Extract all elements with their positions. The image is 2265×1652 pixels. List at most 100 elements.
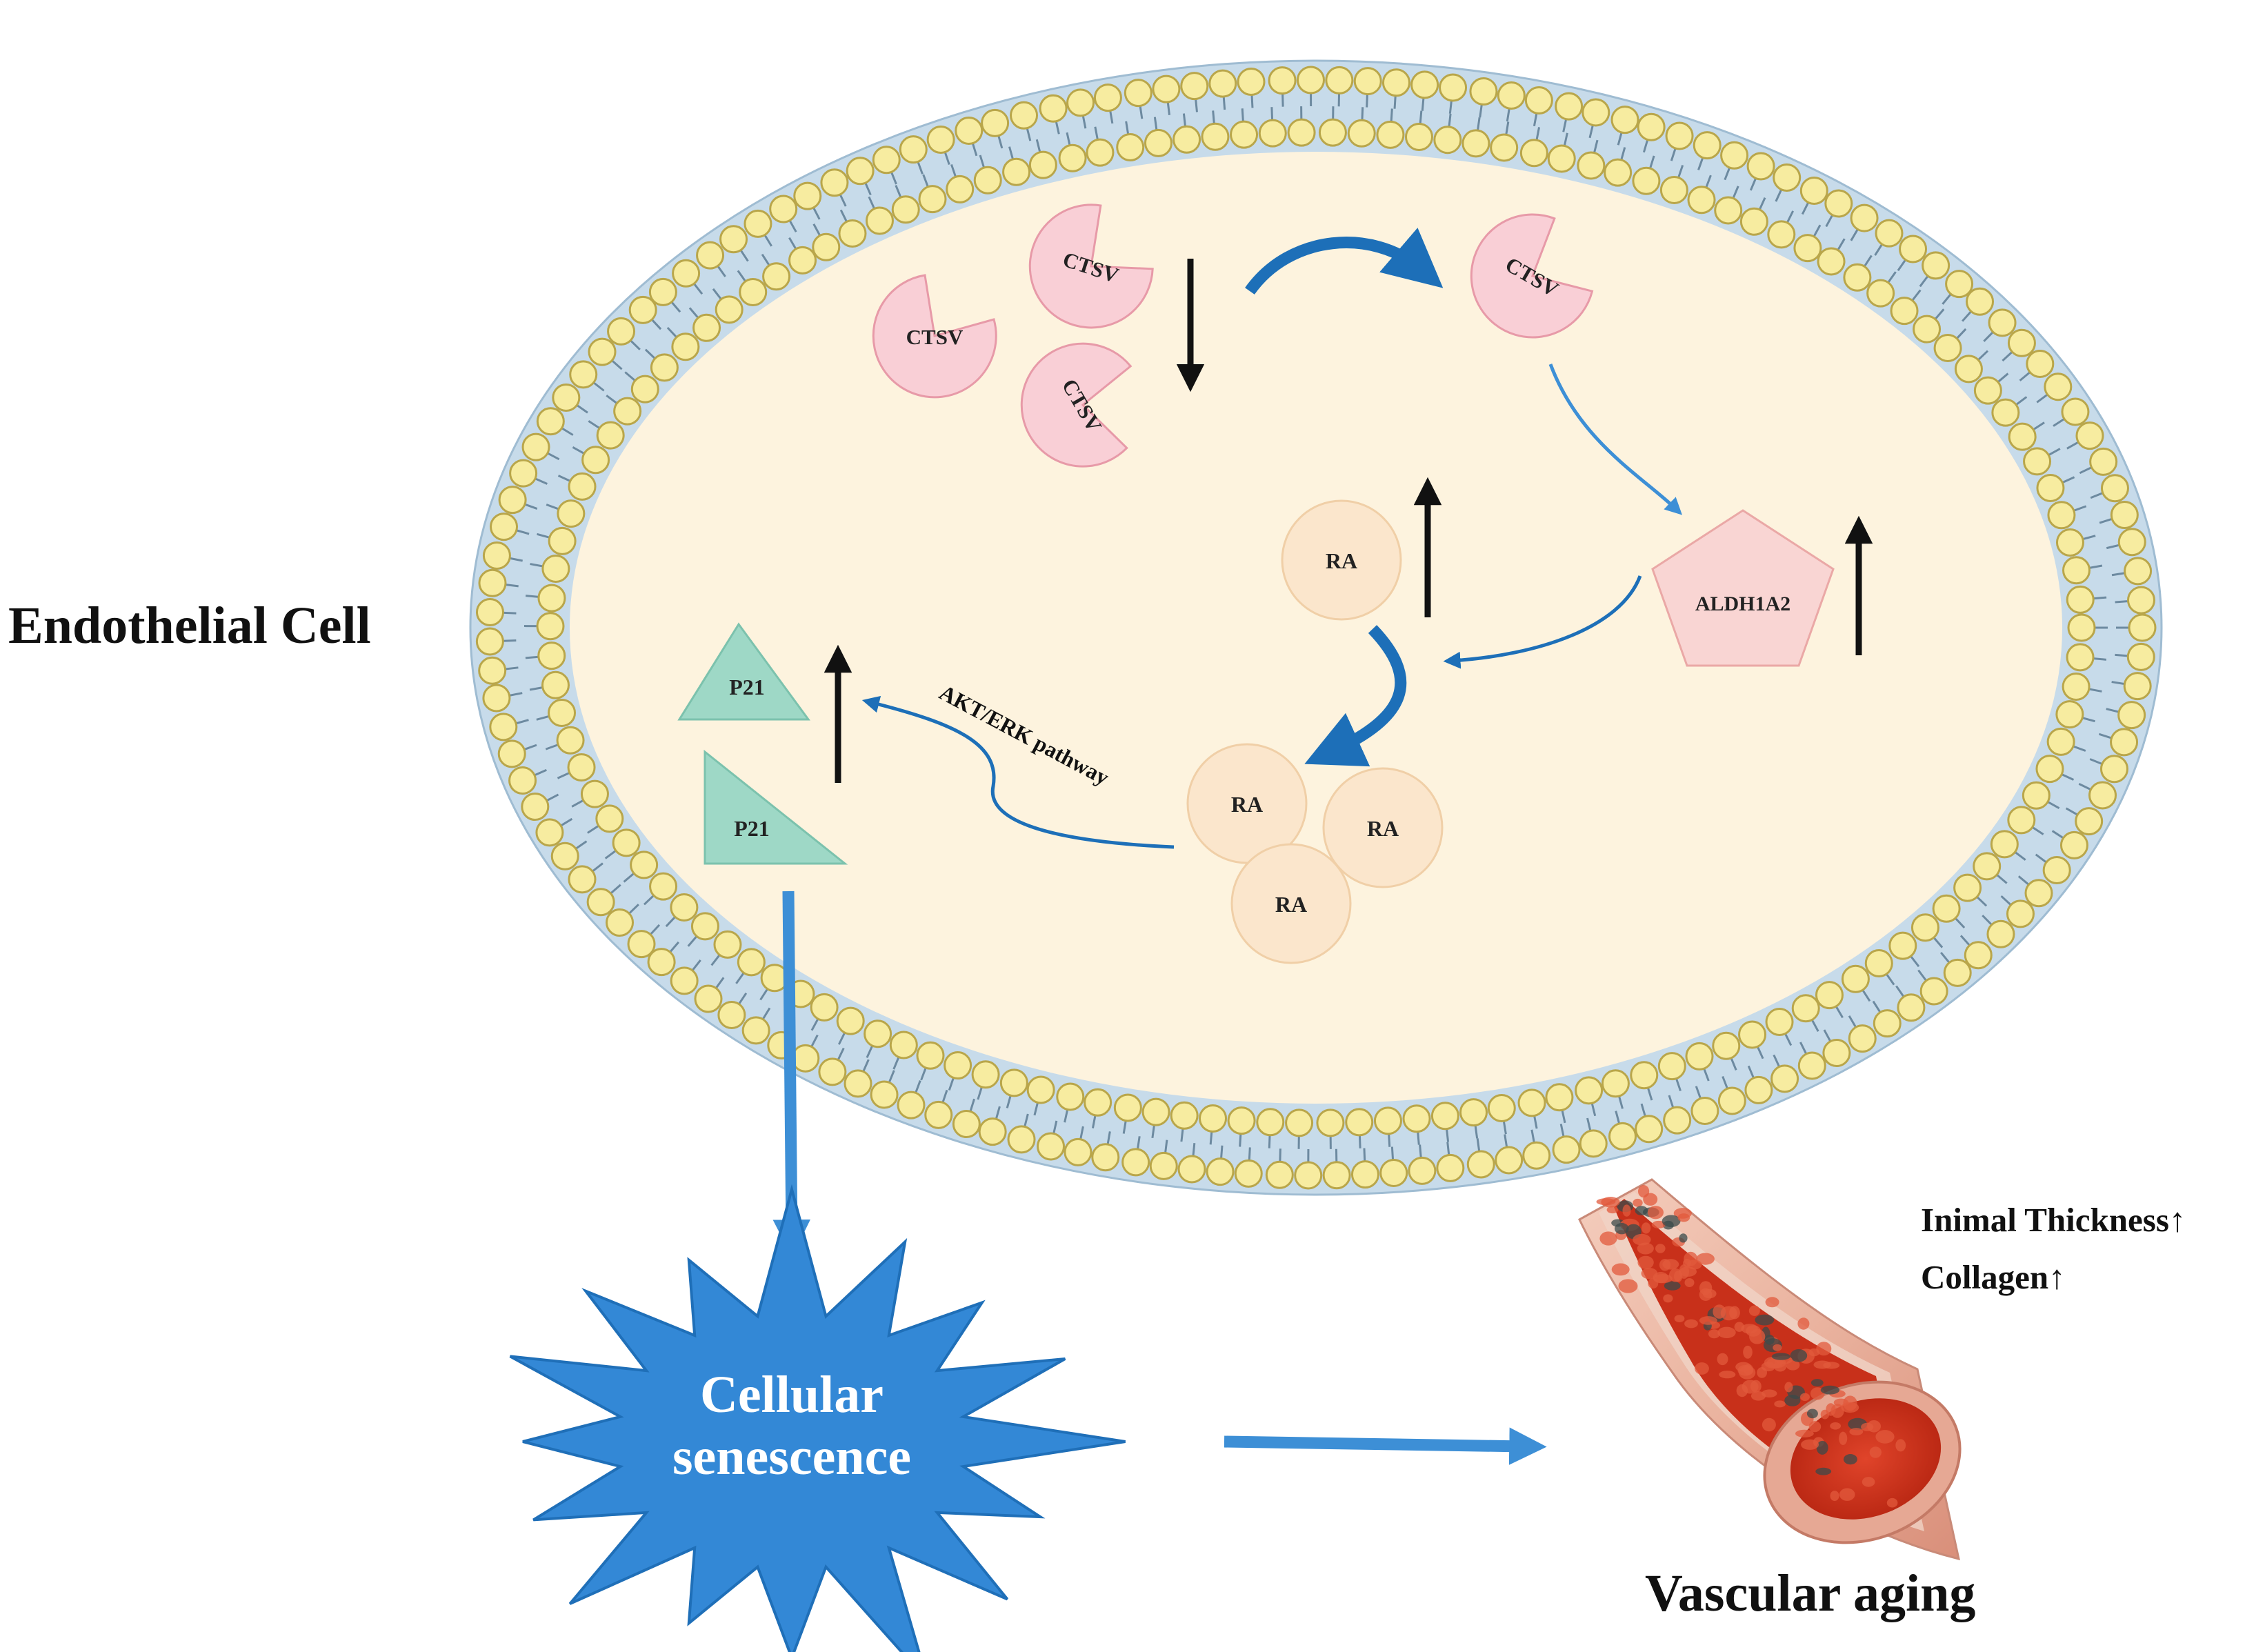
lipid-head (567, 753, 596, 782)
vessel-cell (1684, 1278, 1695, 1287)
lipid-head (713, 930, 742, 959)
lipid-head (1285, 1108, 1314, 1137)
lipid-head (719, 225, 748, 254)
lipid-head (1026, 1075, 1055, 1104)
lipid-head (1113, 1093, 1142, 1122)
lipid-head (1579, 1129, 1608, 1158)
ra-label: RA (1275, 892, 1307, 917)
vessel-cell (1677, 1213, 1690, 1222)
lipid-head (694, 984, 723, 1013)
vessel-cell (1749, 1328, 1766, 1344)
lipid-head (1932, 894, 1961, 923)
vessel-cell (1674, 1315, 1685, 1322)
lipid-head (1490, 133, 1519, 162)
lipid-head (1007, 1125, 1036, 1154)
lipid-head (1988, 308, 2017, 337)
lipid-head (838, 219, 867, 248)
lipid-head (2110, 728, 2139, 757)
lipid-head (1086, 138, 1115, 167)
lipid-head (978, 1117, 1007, 1146)
lipid-head (2088, 781, 2117, 810)
lipid-head (1773, 163, 1802, 192)
lipid-head (1404, 123, 1433, 152)
lipid-head (490, 512, 519, 541)
vessel-cell (1664, 1281, 1681, 1291)
lipid-head (586, 888, 615, 917)
lipid-head (2075, 421, 2104, 450)
lipid-head (2007, 806, 2036, 835)
lipid-head (1469, 77, 1498, 106)
lipid-head (891, 195, 920, 224)
vessel-cell (1830, 1422, 1842, 1430)
lipid-head (1746, 152, 1775, 181)
ra-label: RA (1231, 792, 1263, 817)
lipid-head (595, 804, 624, 833)
lipid-head (1933, 334, 1962, 363)
lipid-head (897, 1091, 926, 1119)
lipid-head (581, 446, 610, 475)
lipid-head (2126, 586, 2155, 615)
vessel-cell (1719, 1371, 1736, 1379)
vessel-cell (1830, 1491, 1839, 1502)
lipid-head (1693, 131, 1722, 160)
ra-shape (1322, 767, 1444, 888)
lipid-head (1177, 1155, 1206, 1184)
lipid-head (497, 739, 526, 768)
vessel-cell (1684, 1319, 1698, 1328)
ra-shape (1230, 843, 1352, 964)
lipid-head (1201, 122, 1230, 151)
lipid-head (1945, 270, 1974, 299)
lipid-head (1376, 120, 1405, 149)
lipid-head (1325, 66, 1354, 94)
lipid-head (971, 1060, 1000, 1089)
vessel-cell (1611, 1263, 1630, 1276)
vessel-cell (1739, 1366, 1756, 1380)
vessel-cell (1637, 1242, 1654, 1255)
vessel-cell (1662, 1215, 1681, 1228)
vessel-cell (1895, 1439, 1906, 1452)
lipid-head (2066, 585, 2095, 614)
aldh1a2-shape (1651, 509, 1835, 667)
lipid-head (1770, 1064, 1799, 1093)
vessel-cell (1816, 1440, 1828, 1455)
lipid-head (1322, 1161, 1351, 1190)
lipid-head (952, 1109, 981, 1138)
ctsv-protein: CTSV (1020, 342, 1132, 468)
lipid-head (670, 966, 699, 995)
lipid-head (482, 541, 511, 570)
lipid-head (1039, 94, 1068, 123)
lipid-head (944, 1051, 972, 1080)
ra-shape (1281, 499, 1402, 621)
lipid-head (521, 432, 550, 461)
lipid-head (1864, 949, 1893, 978)
vessel-cell (1679, 1233, 1688, 1243)
vessel-cell (1843, 1395, 1857, 1411)
ctsv-label: CTSV (906, 325, 964, 349)
lipid-head (536, 407, 565, 436)
lipid-head (2123, 672, 2152, 701)
ctsv-shape (1020, 342, 1132, 468)
lipid-head (607, 317, 636, 346)
vessel-cell (1702, 1288, 1717, 1299)
vessel-cell (1635, 1206, 1648, 1215)
lipid-head (1208, 69, 1237, 98)
vessel-cell (1622, 1204, 1631, 1217)
lipid-head (1121, 1148, 1150, 1177)
lipid-head (2022, 781, 2051, 810)
lipid-head (671, 332, 700, 361)
vessel-cell (1795, 1429, 1814, 1437)
lipid-head (1581, 98, 1610, 127)
lipid-head (715, 295, 744, 324)
membrane-heads (475, 66, 2157, 1190)
lipid-head (1663, 1106, 1692, 1135)
lipid-head (1124, 79, 1153, 108)
lipid-head (1657, 1052, 1686, 1081)
lipid-head (769, 195, 798, 223)
lipid-head (1575, 1076, 1604, 1105)
vessel-cell (1653, 1272, 1668, 1284)
lipid-head (2100, 474, 2129, 503)
lipid-head (1237, 67, 1266, 96)
vessel-cell (1816, 1342, 1832, 1356)
lipid-head (1347, 119, 1376, 148)
lipid-head (1170, 1101, 1199, 1130)
